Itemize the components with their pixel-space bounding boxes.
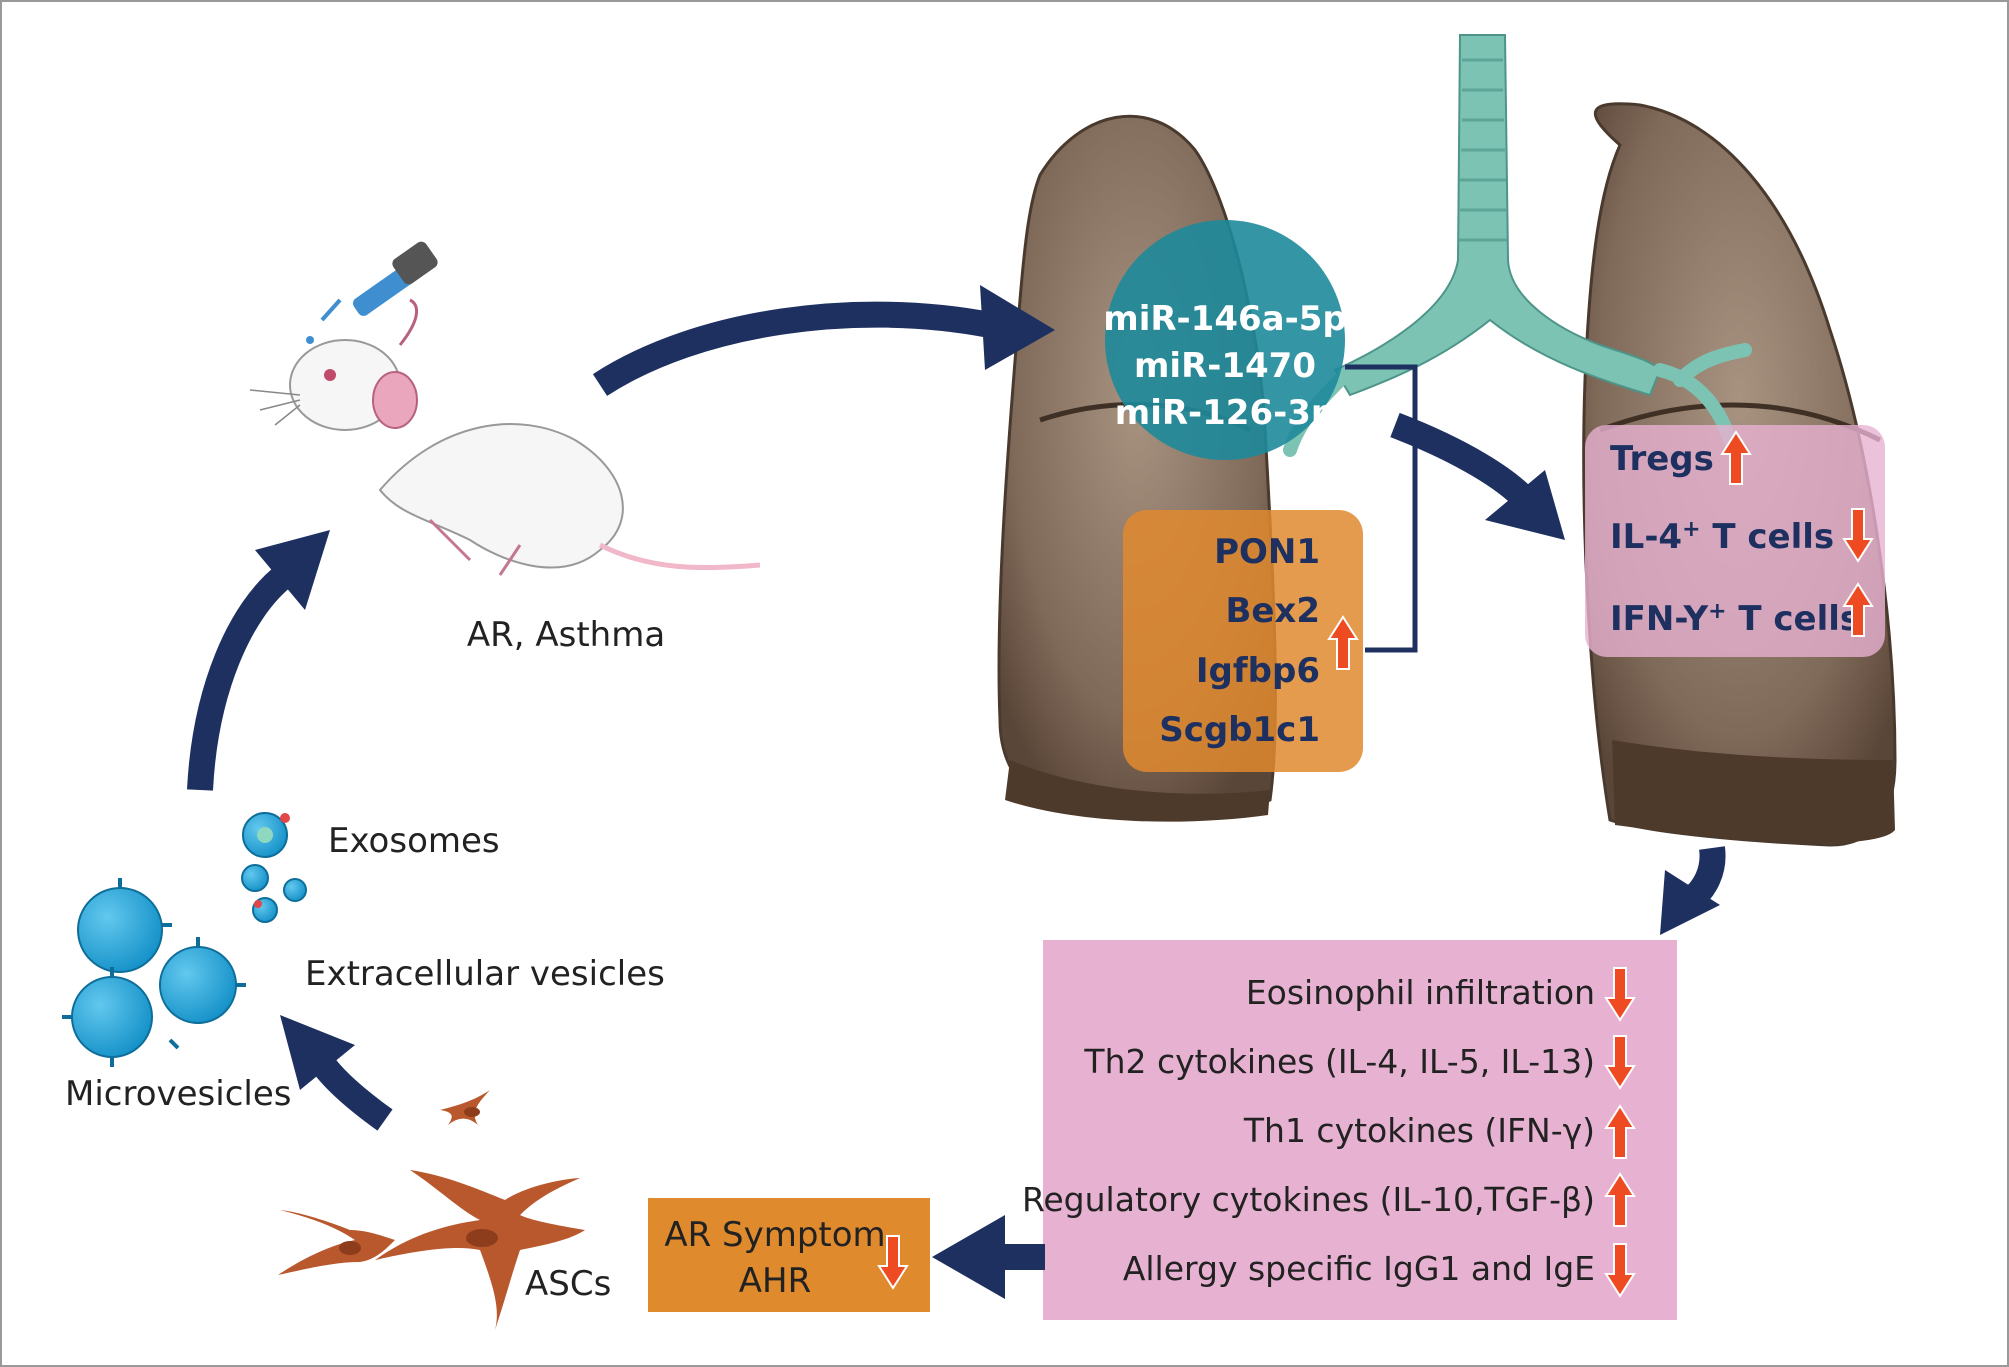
mirna-2: miR-1470	[1134, 346, 1316, 386]
mirna-circle	[1105, 220, 1345, 460]
tcell-3: IFN-Y+ T cells	[1610, 599, 1860, 640]
arrow-ascs-to-vesicles-head	[280, 1015, 355, 1090]
mirna-3: miR-126-3p	[1115, 393, 1335, 433]
arrow-to-outcomes-head	[1660, 870, 1720, 935]
arrow-vesicles-to-mouse	[187, 564, 294, 791]
exosome-cluster	[241, 812, 307, 923]
label-ar-asthma: AR, Asthma	[467, 615, 665, 655]
label-extracellular-vesicles: Extracellular vesicles	[305, 954, 665, 994]
outcome-4: Regulatory cytokines (IL-10,TGF-β)	[1022, 1180, 1595, 1219]
arrow-mouse-to-lung	[592, 301, 993, 396]
symptom-line-1: AR Symptom	[664, 1215, 885, 1255]
tcell-1: Tregs	[1610, 439, 1714, 479]
connector-bracket	[1345, 364, 1418, 653]
arrow-to-symptom-head	[932, 1215, 1005, 1299]
arrow-to-symptom	[1000, 1244, 1045, 1270]
outcome-2: Th2 cytokines (IL-4, IL-5, IL-13)	[1083, 1042, 1595, 1081]
outcome-1: Eosinophil infiltration	[1246, 973, 1595, 1012]
vesicles-illustration	[62, 812, 307, 1067]
ascs-illustration	[278, 1090, 585, 1330]
outcomes-box	[1043, 940, 1677, 1320]
arrow-mouse-to-lung-head	[980, 285, 1055, 370]
gene-2: Bex2	[1225, 591, 1320, 631]
outcome-5: Allergy specific IgG1 and IgE	[1123, 1249, 1595, 1288]
label-microvesicles: Microvesicles	[65, 1074, 291, 1114]
outcome-3: Th1 cytokines (IFN-γ)	[1243, 1111, 1595, 1150]
label-exosomes: Exosomes	[328, 821, 500, 861]
flow-arrows	[187, 285, 1726, 1299]
mouse-illustration	[249, 241, 761, 576]
gene-1: PON1	[1214, 532, 1320, 572]
label-ascs: ASCs	[525, 1264, 611, 1304]
genes-box	[1123, 510, 1363, 772]
tcells-box	[1585, 425, 1885, 657]
arrow-vesicles-to-mouse-head	[255, 530, 330, 610]
symptom-line-2: AHR	[739, 1261, 811, 1301]
tcell-2: IL-4+ T cells	[1610, 517, 1834, 558]
gene-4: Scgb1c1	[1159, 710, 1320, 750]
mirna-1: miR-146a-5p	[1103, 299, 1346, 339]
symptom-box	[648, 1198, 930, 1312]
gene-3: Igfbp6	[1196, 651, 1320, 691]
microvesicle-cluster	[62, 878, 246, 1067]
arrow-to-tcells-head	[1485, 470, 1565, 540]
